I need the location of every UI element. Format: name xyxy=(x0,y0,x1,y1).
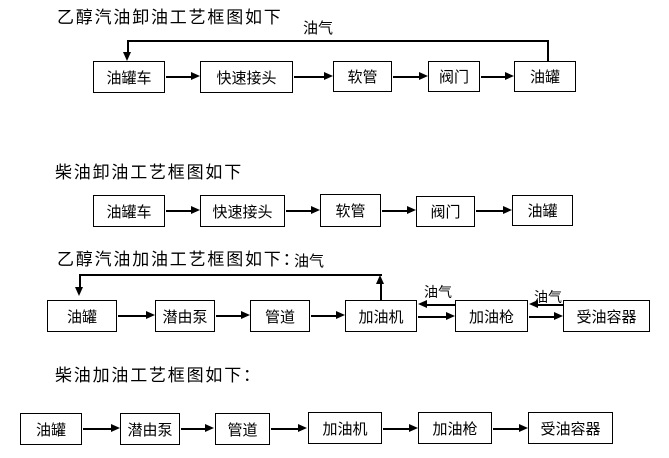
node-pipeline: 管道 xyxy=(215,413,270,445)
oil-vapor-label: 油气 xyxy=(303,19,334,37)
oil-vapor-label: 油气 xyxy=(424,285,452,301)
arrow-hose-to-valve xyxy=(393,76,419,78)
node-oil-tank: 油罐 xyxy=(512,195,573,226)
node-valve: 阀门 xyxy=(416,196,475,227)
oil-vapor-label: 油气 xyxy=(534,290,562,306)
arrow-right-icon xyxy=(311,206,320,214)
chart-title: 柴油加油工艺框图如下： xyxy=(55,366,262,386)
arrow-valve-to-tank xyxy=(481,76,505,78)
node-submersible-pump: 潜由泵 xyxy=(155,300,215,332)
arrow-tank-to-pump xyxy=(83,428,111,430)
arrow-tank-to-pump xyxy=(118,315,146,317)
node-fuel-dispenser: 加油机 xyxy=(345,300,417,332)
node-fuel-nozzle: 加油枪 xyxy=(418,412,492,444)
node-receiving-container: 受油容器 xyxy=(528,412,613,444)
arrow-right-icon xyxy=(409,424,418,432)
node-quick-coupling: 快速接头 xyxy=(200,195,285,227)
arrow-right-icon xyxy=(241,311,250,319)
arrow-pipeline-to-dispenser xyxy=(311,315,336,317)
node-oil-tank: 油罐 xyxy=(47,300,117,332)
node-receiving-container: 受油容器 xyxy=(563,300,650,332)
vapor-return-line-right xyxy=(547,40,549,61)
arrow-down-icon xyxy=(75,287,83,296)
arrow-dispenser-to-nozzle xyxy=(383,428,409,430)
vapor-return-line-horizontal xyxy=(127,40,549,42)
chart-title: 乙醇汽油卸油工艺框图如下 xyxy=(57,8,283,28)
arrow-hose-to-valve xyxy=(382,210,407,212)
node-tanker-truck: 油罐车 xyxy=(93,61,165,93)
node-pipeline: 管道 xyxy=(250,300,310,332)
oil-vapor-label: 油气 xyxy=(294,252,325,270)
node-fuel-nozzle: 加油枪 xyxy=(455,300,528,332)
vapor-return-line-right xyxy=(380,283,382,300)
node-hose: 软管 xyxy=(320,194,381,227)
arrow-truck-to-coupling xyxy=(166,76,192,78)
arrow-dispenser-to-nozzle xyxy=(418,316,446,318)
arrow-coupling-to-hose xyxy=(286,210,311,212)
node-oil-tank: 油罐 xyxy=(20,413,82,445)
node-tanker-truck: 油罐车 xyxy=(93,195,165,227)
arrow-right-icon xyxy=(191,72,200,80)
node-oil-tank: 油罐 xyxy=(514,61,576,92)
node-submersible-pump: 潜由泵 xyxy=(120,413,180,445)
arrow-left-icon xyxy=(418,300,427,308)
arrow-right-icon xyxy=(324,72,333,80)
arrow-right-icon xyxy=(407,206,416,214)
arrow-right-icon xyxy=(205,424,214,432)
arrow-right-icon xyxy=(336,311,345,319)
chart-title: 柴油卸油工艺框图如下 xyxy=(55,163,243,183)
arrow-right-icon xyxy=(111,424,120,432)
node-fuel-dispenser: 加油机 xyxy=(308,412,382,444)
chart-title: 乙醇汽油加油工艺框图如下： xyxy=(57,250,302,270)
arrow-nozzle-to-dispenser xyxy=(426,304,455,306)
arrow-nozzle-to-container xyxy=(529,316,554,318)
arrow-coupling-to-hose xyxy=(294,76,324,78)
arrow-right-icon xyxy=(554,312,563,320)
arrow-right-icon xyxy=(446,312,455,320)
arrow-down-icon xyxy=(123,52,131,61)
arrow-pump-to-pipeline xyxy=(181,428,205,430)
node-hose: 软管 xyxy=(333,61,392,92)
node-valve: 阀门 xyxy=(428,61,480,92)
arrow-nozzle-to-container xyxy=(493,428,519,430)
arrow-right-icon xyxy=(505,72,514,80)
arrow-right-icon xyxy=(419,72,428,80)
arrow-left-icon xyxy=(529,300,538,308)
arrow-pipeline-to-dispenser xyxy=(271,428,298,430)
arrow-right-icon xyxy=(519,424,528,432)
vapor-return-line-horizontal xyxy=(79,274,382,276)
arrow-valve-to-tank xyxy=(476,210,503,212)
vapor-return-line-left xyxy=(79,274,81,288)
arrow-right-icon xyxy=(146,311,155,319)
arrow-up-icon xyxy=(376,275,384,284)
arrow-right-icon xyxy=(191,206,200,214)
arrow-pump-to-pipeline xyxy=(216,315,241,317)
arrow-right-icon xyxy=(503,206,512,214)
arrow-truck-to-coupling xyxy=(166,210,191,212)
arrow-right-icon xyxy=(298,424,307,432)
vapor-return-line-left xyxy=(127,40,129,54)
arrow-container-to-nozzle xyxy=(537,304,563,306)
node-quick-coupling: 快速接头 xyxy=(200,61,293,93)
